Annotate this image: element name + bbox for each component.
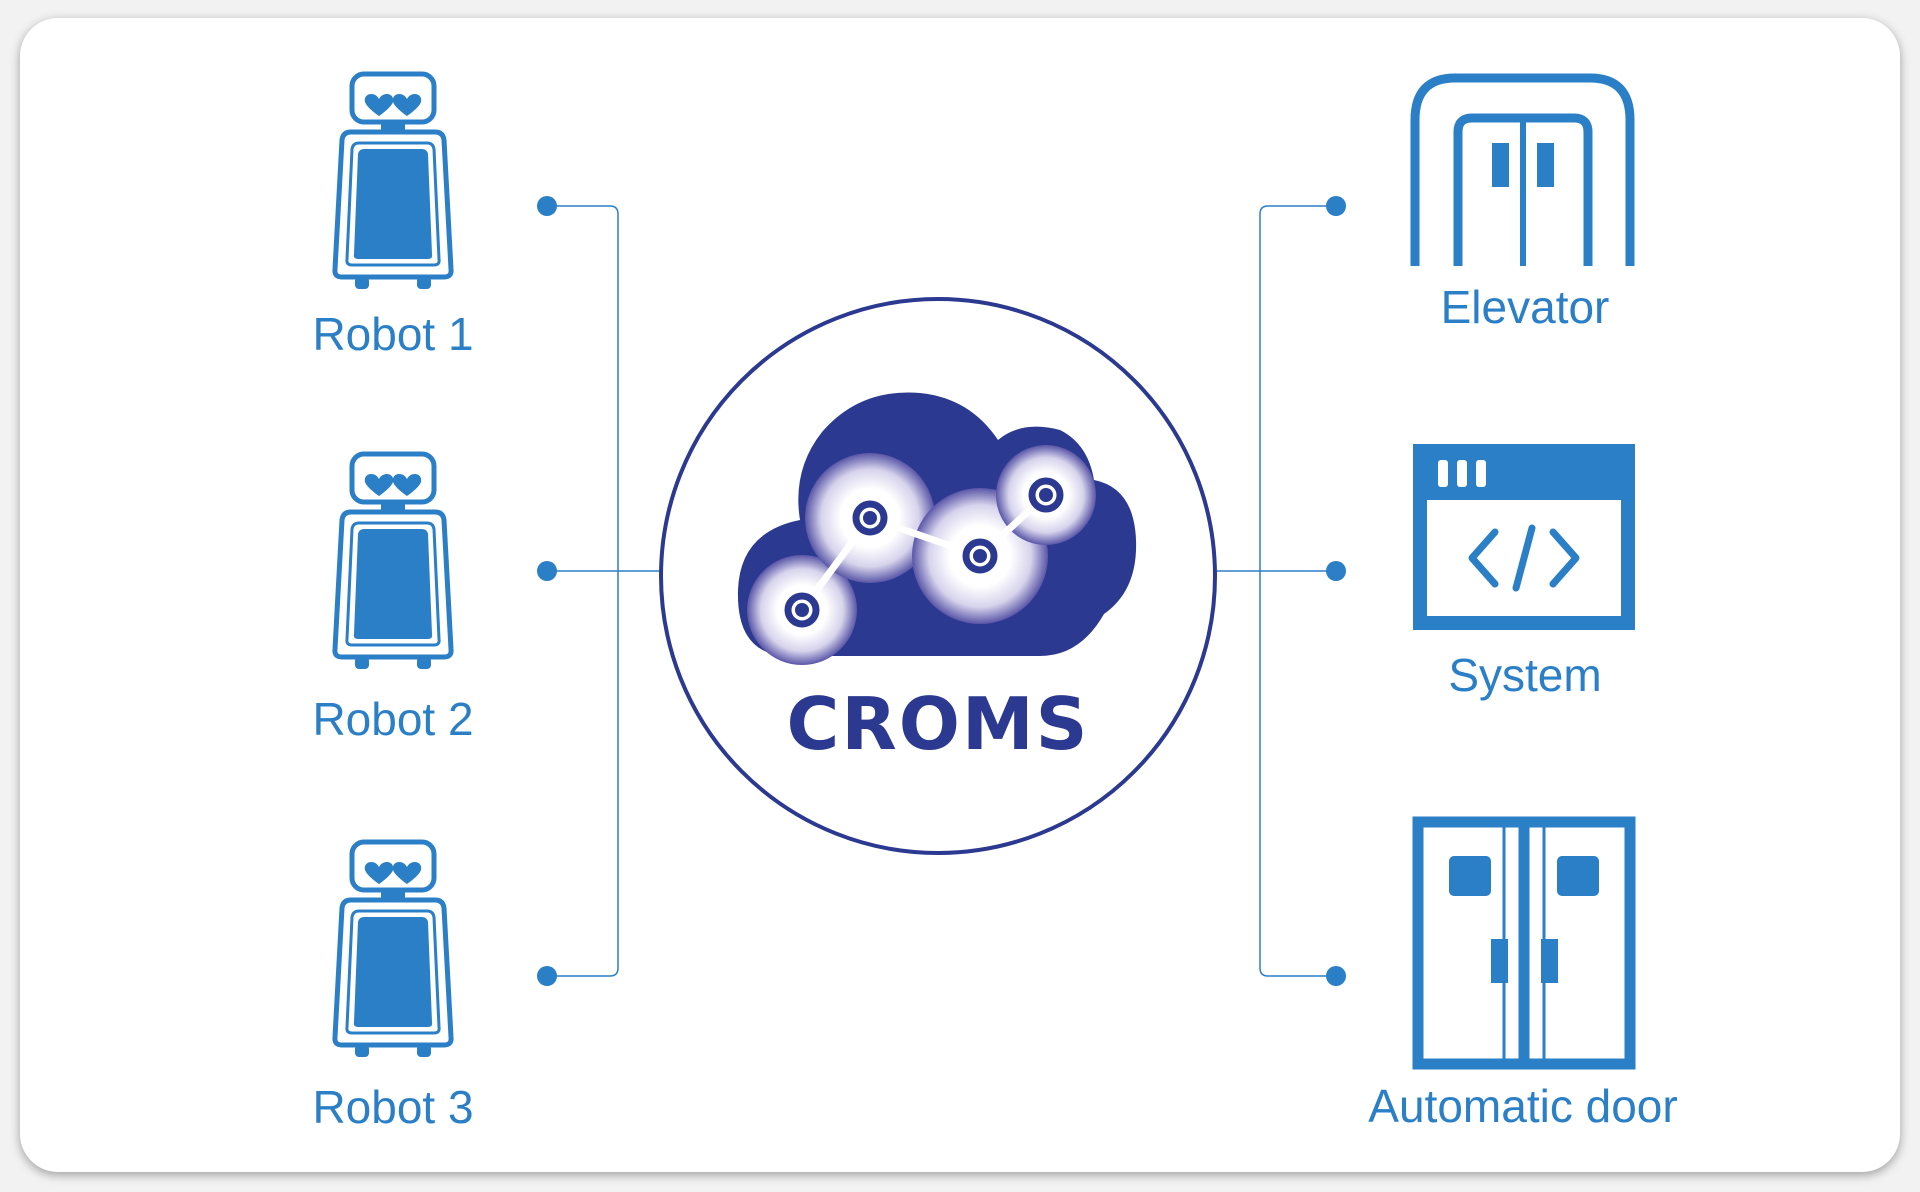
left-connector-dots — [537, 196, 557, 986]
robot-icon — [335, 454, 451, 669]
connector-dot — [537, 966, 557, 986]
automatic-door-icon — [1412, 816, 1636, 1070]
right-connector-dots — [1326, 196, 1346, 986]
code-window-icon — [1413, 444, 1635, 630]
robot-icon — [335, 74, 451, 289]
elevator-icon — [1410, 73, 1635, 266]
robot-label-1: Robot 1 — [312, 308, 474, 360]
robot-label-3: Robot 3 — [312, 1081, 474, 1133]
right-connectors — [1215, 205, 1336, 977]
robot-icon — [335, 842, 451, 1057]
left-connectors — [547, 205, 661, 977]
connector-dot — [537, 196, 557, 216]
connector-dot — [1326, 561, 1346, 581]
hub-title: CROMS — [786, 682, 1090, 766]
cloud-network-icon — [737, 392, 1137, 665]
system-label: System — [1448, 649, 1602, 701]
connector-dot — [1326, 196, 1346, 216]
robot-label-2: Robot 2 — [312, 693, 474, 745]
connector-dot — [1326, 966, 1346, 986]
elevator-label: Elevator — [1440, 281, 1610, 333]
connector-dot — [537, 561, 557, 581]
automatic-door-label: Automatic door — [1368, 1080, 1678, 1132]
